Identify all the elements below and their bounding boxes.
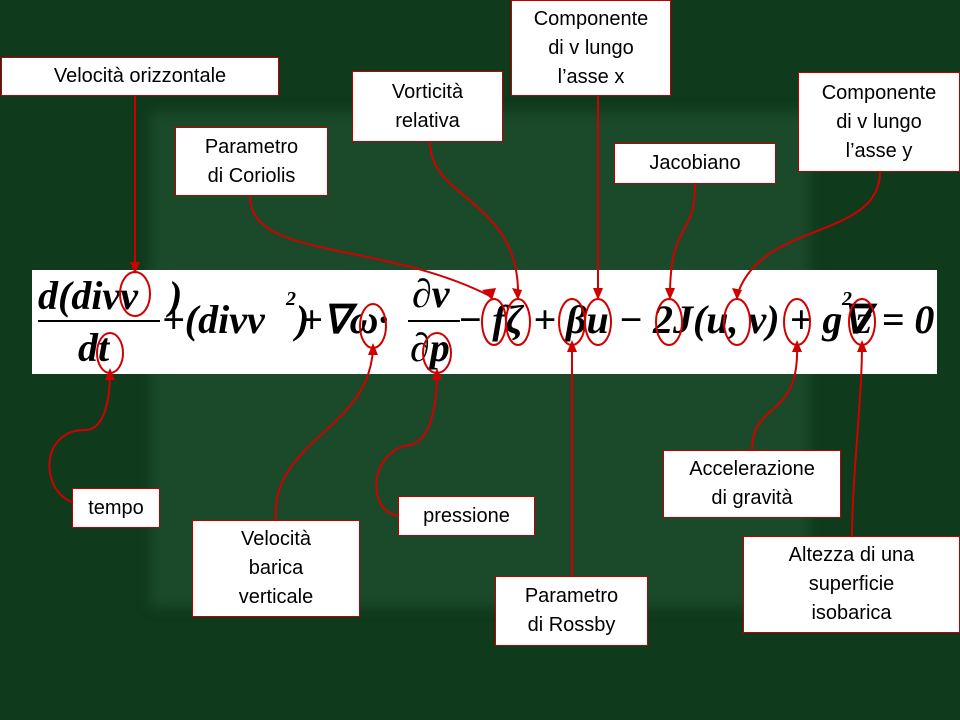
eq-term-5: z = 0 <box>856 297 935 342</box>
label-tempo: tempo <box>72 488 160 528</box>
label-vorticita-relativa: Vorticità relativa <box>352 71 503 142</box>
label-parametro-coriolis: Parametro di Coriolis <box>175 127 328 196</box>
label-altezza-isobarica: Altezza di una superficie isobarica <box>743 536 960 633</box>
eq-numerator-1: d(divv⃗) <box>38 273 183 318</box>
label-componente-x: Componente di v lungo l’asse x <box>511 0 671 96</box>
label-pressione: pressione <box>398 496 535 536</box>
eq-term-3: +∇ω· <box>300 297 389 342</box>
eq-term-2-exponent: 2 <box>286 288 296 310</box>
eq-denominator-1: dt <box>78 325 110 370</box>
equation-band: d(divv⃗) dt +(divv⃗) 2 +∇ω· ∂v⃗ ∂p − fζ … <box>32 270 937 374</box>
equation: d(divv⃗) dt +(divv⃗) 2 +∇ω· ∂v⃗ ∂p − fζ … <box>32 270 937 374</box>
label-accelerazione-gravita: Accelerazione di gravità <box>663 450 841 518</box>
label-componente-y: Componente di v lungo l’asse y <box>798 72 960 172</box>
label-jacobiano: Jacobiano <box>614 143 776 184</box>
label-velocita-orizzontale: Velocità orizzontale <box>1 57 279 96</box>
eq-denominator-2: ∂p <box>410 325 450 370</box>
eq-term-4-exponent: 2 <box>842 288 852 310</box>
eq-term-4: − fζ + βu − 2J(u, v) + g∇ <box>458 297 870 342</box>
eq-term-2: +(divv⃗) <box>162 297 310 342</box>
label-velocita-barica: Velocità barica verticale <box>192 520 360 617</box>
label-parametro-rossby: Parametro di Rossby <box>495 576 648 646</box>
